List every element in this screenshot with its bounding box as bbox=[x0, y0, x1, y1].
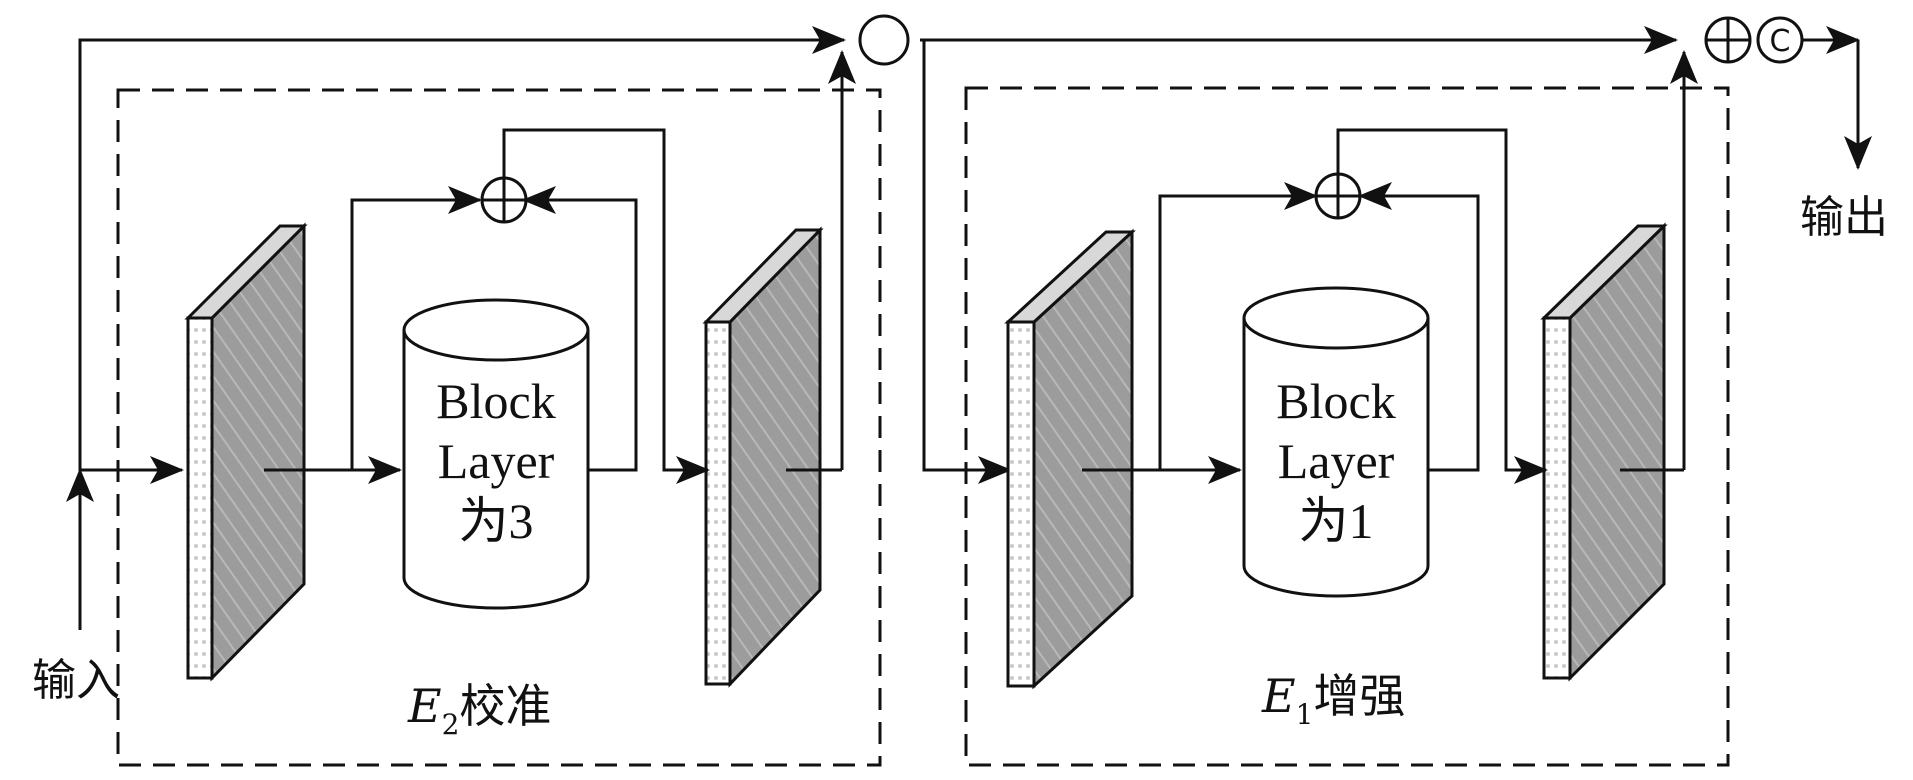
output-label: 输出 bbox=[1800, 192, 1888, 243]
module-box-right bbox=[964, 86, 1730, 767]
left-module-label: E2校准 bbox=[407, 679, 551, 741]
block-left-line3: 为3 bbox=[459, 493, 534, 549]
block-layer-cylinder-left: Block Layer 为3 bbox=[402, 298, 590, 610]
feature-map-right-out bbox=[1540, 222, 1668, 682]
concat-icon: C bbox=[1756, 16, 1804, 64]
left-module: Block Layer 为3 E2校准 bbox=[184, 128, 842, 741]
input-label: 输入 bbox=[32, 655, 120, 706]
module-box-left bbox=[116, 88, 882, 767]
feature-map-left-out bbox=[702, 226, 824, 688]
block-right-line2: Layer bbox=[1278, 433, 1395, 489]
plus-sum-icon bbox=[1704, 16, 1752, 64]
left-sum-icon bbox=[480, 176, 528, 224]
right-module-connectors bbox=[1082, 128, 1684, 484]
block-layer-cylinder-right: Block Layer 为1 bbox=[1242, 286, 1430, 598]
feature-map-right-in bbox=[1004, 228, 1136, 690]
right-sum-icon bbox=[1314, 172, 1362, 220]
feature-map-left-in bbox=[184, 222, 308, 682]
block-right-line3: 为1 bbox=[1299, 493, 1374, 549]
top-bypass-lines bbox=[78, 26, 1872, 484]
block-right-line1: Block bbox=[1276, 373, 1395, 429]
left-module-connectors bbox=[264, 128, 842, 484]
right-module: Block Layer 为1 E1增强 bbox=[1004, 128, 1684, 731]
input-arrows bbox=[66, 456, 184, 630]
right-module-label: E1增强 bbox=[1261, 669, 1405, 731]
block-left-line1: Block bbox=[436, 373, 555, 429]
top-sum-circle bbox=[858, 14, 910, 66]
concat-symbol: C bbox=[1770, 24, 1791, 59]
block-left-line2: Layer bbox=[438, 433, 555, 489]
